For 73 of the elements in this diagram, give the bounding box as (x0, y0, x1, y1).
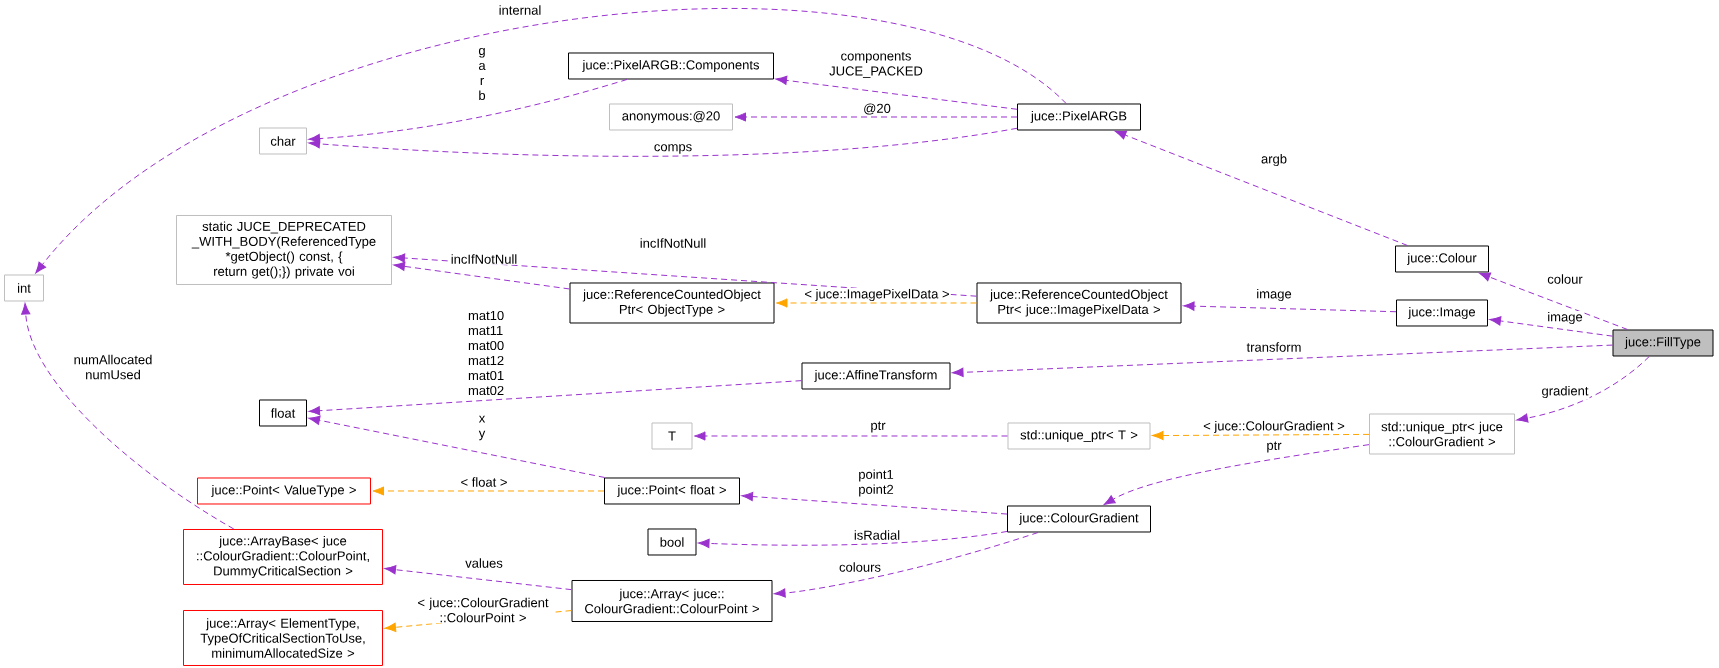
edge-label: image (1546, 310, 1584, 326)
class-box: int (4, 274, 44, 302)
class-box: char (259, 127, 307, 155)
class-box: bool (647, 528, 697, 556)
edge-label: argb (1260, 152, 1288, 168)
class-box: juce::ColourGradient (1007, 505, 1151, 533)
arrow (1478, 272, 1628, 330)
edge-label: g a r b (477, 46, 487, 102)
edge-label: incIfNotNull (638, 237, 708, 249)
edge-label: @20 (862, 102, 892, 116)
class-box: juce::Point< ValueType > (197, 477, 371, 505)
class-box: juce::FillType (1612, 329, 1714, 357)
edge-label: ptr (1265, 440, 1283, 454)
arrow (1152, 430, 1370, 441)
edge-label: ptr (869, 420, 887, 434)
edge-label: transform (1245, 341, 1303, 353)
edge-label: incIfNotNull (449, 253, 519, 265)
edge-label: mat10 mat11 mat00 mat12 mat01 mat02 (467, 309, 504, 397)
edge-label: < float > (459, 476, 509, 488)
class-box: juce::PixelARGB::Components (568, 52, 774, 80)
arrow (308, 380, 802, 416)
arrow (1103, 444, 1370, 505)
arrow (694, 431, 1008, 441)
edge-label: colours (838, 561, 882, 573)
class-box: juce::AffineTransform (801, 362, 951, 390)
edge-label: < juce::ColourGradient ::ColourPoint > (412, 596, 554, 624)
arrow (952, 344, 1613, 377)
arrow (1114, 130, 1408, 246)
edge-label: colour (1546, 273, 1584, 285)
arrow (308, 415, 606, 478)
edge-label: components JUCE_PACKED (820, 51, 932, 79)
arrow (698, 530, 1008, 549)
arrow (35, 8, 1067, 274)
class-box: T (651, 422, 693, 450)
arrow (393, 261, 570, 290)
class-box: juce::ReferenceCountedObject Ptr< ObjectType > (569, 282, 775, 324)
class-box: juce::Array< ElementType, TypeOfCriticalSectionToUse, minimumAllocatedSize > (183, 610, 383, 666)
arrow (21, 303, 235, 530)
arrow (734, 112, 1018, 122)
class-box: juce::ReferenceCountedObject Ptr< juce::ImagePixelData > (976, 282, 1182, 324)
edge-label: point1 point2 (854, 468, 898, 498)
arrow (384, 565, 572, 591)
class-box: float (259, 399, 307, 427)
arrow (1516, 356, 1650, 423)
edge-label: internal (497, 4, 543, 16)
class-box: std::unique_ptr< T > (1007, 422, 1151, 450)
class-box: juce::Image (1396, 299, 1488, 327)
edge-label: numAllocated numUsed (69, 353, 157, 381)
edge-label: gradient (1540, 384, 1590, 400)
class-box: juce::PixelARGB (1017, 103, 1141, 131)
edge-label: < juce::ImagePixelData > (803, 287, 951, 303)
arrow (1489, 316, 1613, 337)
arrow (308, 79, 628, 144)
edge-label: isRadial (852, 529, 902, 541)
arrow (308, 127, 1018, 157)
edge-label: image (1255, 287, 1293, 303)
arrow (1183, 301, 1397, 313)
arrow (741, 491, 1008, 515)
class-box: juce::ArrayBase< juce ::ColourGradient::ColourPoint, DummyCriticalSection > (183, 529, 383, 585)
arrow (776, 298, 977, 308)
edge-label: comps (652, 143, 694, 155)
arrow (774, 532, 1039, 598)
class-box: juce::Point< float > (604, 477, 740, 505)
arrow (372, 486, 605, 496)
edge-label: values (464, 557, 504, 569)
class-box: std::unique_ptr< juce ::ColourGradient > (1369, 413, 1515, 455)
edge-label: < juce::ColourGradient > (1202, 419, 1346, 435)
class-box: juce::Colour (1395, 245, 1489, 273)
edge-label: x y (477, 414, 487, 442)
class-box: static JUCE_DEPRECATED _WITH_BODY(ReferencedType *getObject() const, { return get();}) private voi (176, 215, 392, 285)
class-box: juce::Array< juce:: ColourGradient::ColourPoint > (571, 580, 773, 622)
class-box: anonymous:@20 (609, 103, 733, 131)
arrow (775, 75, 1018, 110)
